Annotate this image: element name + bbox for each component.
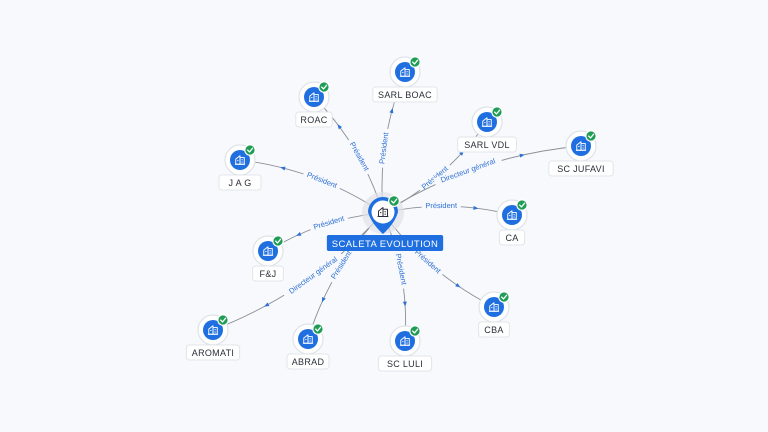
company-node-sarl-boac[interactable]: SARL BOAC (372, 56, 438, 103)
edge-aromati: Directeur général (212, 212, 384, 331)
building-icon (377, 207, 389, 217)
verified-check-icon (312, 323, 324, 335)
building-icon (399, 336, 411, 346)
edge-role-text: Président (312, 213, 346, 231)
verified-check-icon (491, 106, 503, 118)
node-label-box (548, 160, 614, 177)
edge-role-label: Président (421, 201, 461, 210)
verified-check-icon (498, 291, 510, 303)
building-icon (506, 210, 518, 220)
edge-line (382, 145, 582, 214)
node-label: SARL BOAC (378, 90, 432, 100)
edge-arrow-icon (280, 166, 286, 171)
node-label: SC JUFAVI (557, 164, 605, 174)
node-label-box (218, 174, 262, 191)
company-node-sc-luli[interactable]: SC LULI (377, 325, 433, 372)
company-node-fj[interactable]: F&J (252, 235, 284, 282)
edge-arrow-icon (337, 124, 343, 130)
edge-role-text: Président (413, 247, 443, 275)
center-node[interactable]: SCALETA EVOLUTION (326, 192, 444, 251)
node-label-box (478, 321, 510, 338)
company-node-sarl-vdl[interactable]: SARL VDL (457, 106, 517, 153)
node-label-box (372, 86, 438, 103)
company-node-ca[interactable]: CA (496, 199, 528, 246)
building-icon (207, 325, 219, 335)
node-label: ABRAD (292, 357, 325, 367)
company-node-sc-jufavi[interactable]: SC JUFAVI (548, 130, 614, 177)
verified-check-icon (272, 235, 284, 247)
edge-arrow-icon (473, 205, 479, 210)
building-icon (481, 117, 493, 127)
company-node-roac[interactable]: ROAC (295, 81, 333, 128)
edge-arrow-icon (389, 107, 394, 114)
edge-role-label: Président (346, 137, 373, 176)
building-icon (575, 141, 587, 151)
edge-arrow-icon (296, 231, 302, 236)
edge-line (212, 212, 384, 331)
node-label: AROMATI (192, 348, 234, 358)
node-label-box (377, 355, 433, 372)
center-label-box (326, 235, 444, 251)
node-label: CA (505, 233, 518, 243)
verified-check-icon (388, 195, 401, 208)
edge-arrow-icon (321, 296, 326, 303)
edge-role-text: Président (348, 140, 372, 173)
node-label: ROAC (300, 115, 327, 125)
verified-check-icon (585, 130, 597, 142)
node-label: SARL VDL (464, 140, 510, 150)
building-icon (308, 92, 320, 102)
building-icon (302, 334, 314, 344)
node-label-box (498, 229, 526, 246)
company-node-cba[interactable]: CBA (478, 291, 510, 338)
company-node-aromati[interactable]: AROMATI (185, 314, 241, 361)
node-label: SC LULI (387, 359, 423, 369)
verified-check-icon (516, 199, 528, 211)
edge-role-label: Président (377, 128, 390, 169)
edge-role-label: Président (394, 249, 410, 290)
node-label-box (252, 265, 284, 282)
company-node-abrad[interactable]: ABRAD (286, 323, 330, 370)
node-label-box (295, 111, 333, 128)
building-icon (262, 246, 274, 256)
edge-role-text: Président (394, 253, 409, 287)
edge-arrow-icon (264, 302, 270, 307)
edge-role-text: Président (425, 201, 458, 210)
node-label: CBA (484, 325, 503, 335)
edge-sc-jufavi: Directeur général (382, 145, 582, 214)
node-label-box (286, 353, 330, 370)
edge-arrow-icon (519, 153, 525, 158)
building-icon (234, 155, 246, 165)
verified-check-icon (318, 81, 330, 93)
building-icon (399, 67, 411, 77)
edge-role-label: Président (302, 168, 342, 191)
verified-check-icon (217, 314, 229, 326)
node-label: J A G (228, 178, 251, 188)
node-label-box (185, 344, 241, 361)
node-label-box (457, 136, 517, 153)
nodes-layer: ROAC SARL BOAC SARL VDL SC JUFAVI J A G CA F&J… (185, 56, 614, 372)
verified-check-icon (409, 56, 421, 68)
edge-role-label: Président (308, 212, 349, 232)
center-label: SCALETA EVOLUTION (332, 239, 438, 250)
company-node-jag[interactable]: J A G (218, 144, 262, 191)
edge-role-text: Président (306, 170, 340, 190)
edge-role-text: Président (377, 131, 390, 164)
verified-check-icon (409, 325, 421, 337)
verified-check-icon (244, 144, 256, 156)
building-icon (488, 302, 500, 312)
edge-arrow-icon (402, 301, 407, 307)
node-label: F&J (260, 269, 277, 279)
edge-arrow-icon (455, 282, 461, 288)
